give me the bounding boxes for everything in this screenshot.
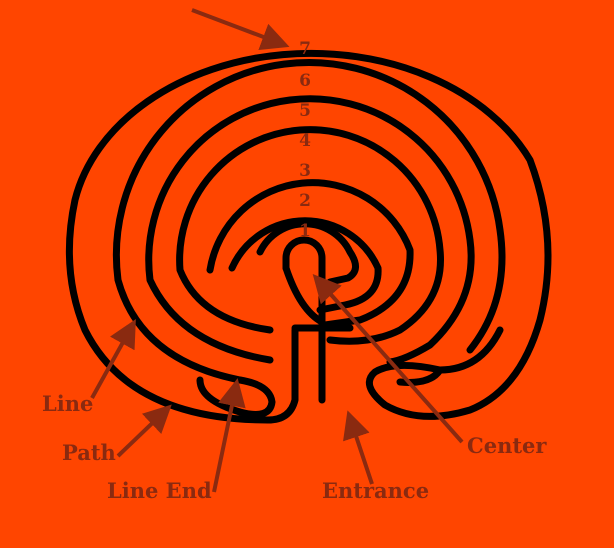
labyrinth-walls: [65, 49, 552, 424]
wall-ring-4: [206, 179, 414, 329]
wall-ring-6: [145, 95, 475, 366]
wall-ring-7: [112, 58, 506, 384]
label-center: Center: [467, 433, 547, 458]
arrow-line: [90, 319, 136, 399]
label-entrance: Entrance: [322, 478, 429, 503]
annotation-arrows: [90, 8, 464, 493]
arrow-line-end: [212, 378, 246, 493]
label-line: Line: [42, 391, 93, 416]
arrow-top: [191, 8, 290, 51]
label-line-end: Line End: [107, 478, 212, 503]
arrow-path: [116, 404, 172, 458]
wall-ring-2: [256, 220, 359, 286]
ring-number-2: 2: [299, 191, 311, 211]
ring-number-4: 4: [299, 131, 311, 151]
ring-number-3: 3: [299, 161, 311, 181]
wall-ring-3: [228, 217, 382, 314]
ring-number-5: 5: [299, 101, 311, 121]
arrow-entrance: [343, 410, 374, 485]
ring-number-1: 1: [299, 221, 311, 241]
wall-right-hook: [396, 366, 444, 386]
label-path: Path: [62, 440, 116, 465]
wall-left-hook: [196, 376, 276, 418]
wall-ring-outer: [65, 49, 552, 424]
ring-number-6: 6: [299, 71, 311, 91]
annotation-labels: Line Path Line End Entrance Center: [42, 391, 547, 503]
arrow-center: [312, 274, 464, 444]
wall-ring-1: [282, 236, 326, 274]
ring-number-7: 7: [299, 39, 311, 59]
wall-ring-5: [176, 126, 444, 345]
wall-left-hook-2: [264, 326, 299, 424]
ring-numbers: 1 2 3 4 5 6 7: [299, 39, 311, 241]
